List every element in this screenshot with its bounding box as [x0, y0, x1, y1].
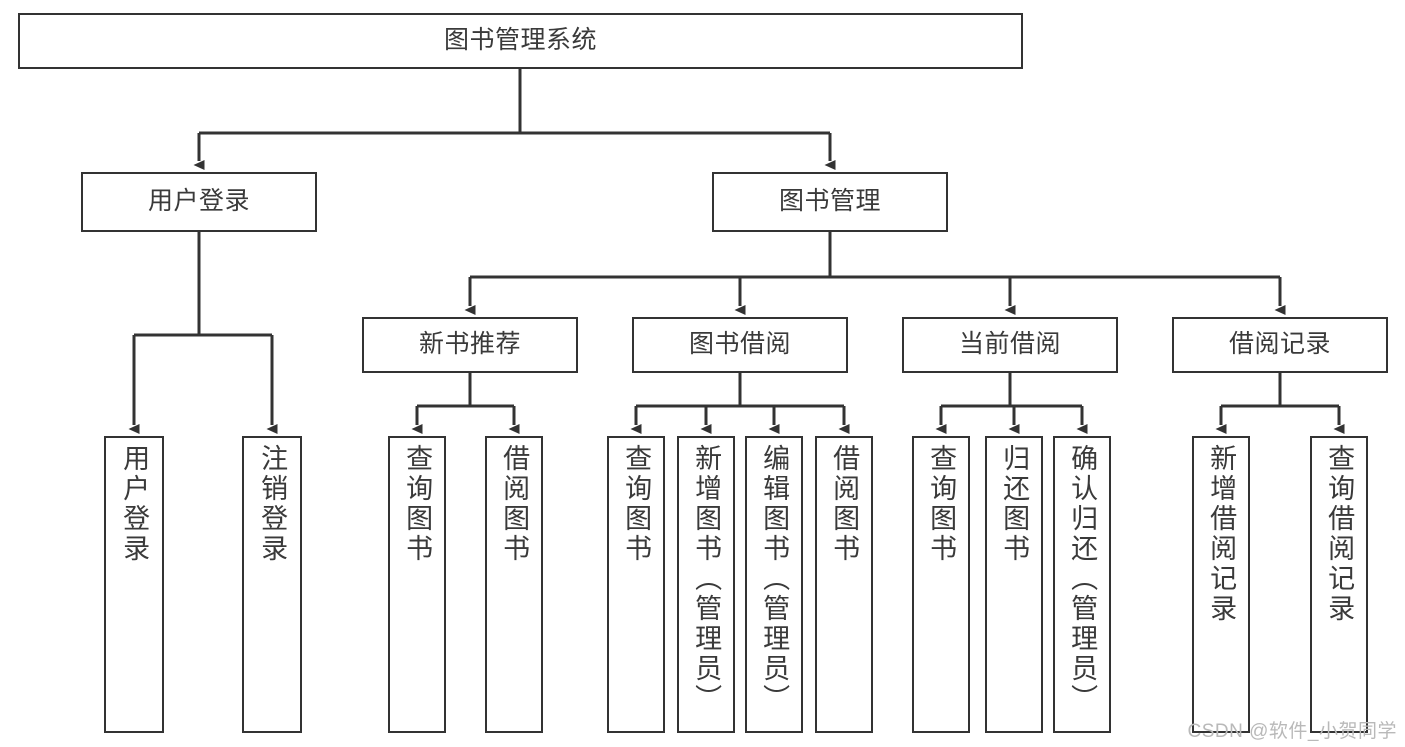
node-leaf-add-record-label: 新增借阅记录	[1206, 444, 1237, 624]
node-new-book-recommend[interactable]: 新书推荐	[362, 317, 578, 373]
node-leaf-borrow-book-1[interactable]: 借阅图书	[485, 436, 543, 733]
node-root[interactable]: 图书管理系统	[18, 13, 1023, 69]
node-book-borrow[interactable]: 图书借阅	[632, 317, 848, 373]
node-leaf-add-book-label: 新增图书（管理员）	[691, 444, 722, 714]
node-book-manage-label: 图书管理	[778, 187, 881, 216]
node-leaf-logout[interactable]: 注销登录	[242, 436, 302, 733]
node-leaf-query-book-1-label: 查询图书	[402, 444, 433, 564]
node-borrow-record[interactable]: 借阅记录	[1172, 317, 1388, 373]
node-user-login[interactable]: 用户登录	[81, 172, 317, 232]
node-leaf-confirm-return-label: 确认归还（管理员）	[1067, 444, 1098, 714]
node-leaf-confirm-return[interactable]: 确认归还（管理员）	[1053, 436, 1111, 733]
node-current-borrow-label: 当前借阅	[958, 330, 1061, 359]
node-leaf-query-book-3-label: 查询图书	[926, 444, 957, 564]
node-leaf-user-login[interactable]: 用户登录	[104, 436, 164, 733]
node-leaf-borrow-book-2-label: 借阅图书	[829, 444, 860, 564]
node-leaf-query-book-2[interactable]: 查询图书	[607, 436, 665, 733]
node-leaf-add-record[interactable]: 新增借阅记录	[1192, 436, 1250, 733]
node-leaf-query-book-2-label: 查询图书	[621, 444, 652, 564]
node-book-borrow-label: 图书借阅	[688, 330, 791, 359]
node-leaf-query-record[interactable]: 查询借阅记录	[1310, 436, 1368, 733]
node-new-book-recommend-label: 新书推荐	[418, 330, 521, 359]
node-leaf-user-login-label: 用户登录	[119, 444, 150, 564]
watermark-text: CSDN @软件_小贺同学	[1187, 721, 1397, 742]
node-leaf-edit-book-label: 编辑图书（管理员）	[759, 444, 790, 714]
node-leaf-query-book-1[interactable]: 查询图书	[388, 436, 446, 733]
node-leaf-add-book[interactable]: 新增图书（管理员）	[677, 436, 735, 733]
node-leaf-borrow-book-2[interactable]: 借阅图书	[815, 436, 873, 733]
node-user-login-label: 用户登录	[147, 187, 250, 216]
node-leaf-return-book-label: 归还图书	[999, 444, 1030, 564]
node-root-label: 图书管理系统	[443, 26, 597, 55]
node-book-manage[interactable]: 图书管理	[712, 172, 948, 232]
node-leaf-edit-book[interactable]: 编辑图书（管理员）	[745, 436, 803, 733]
node-leaf-query-book-3[interactable]: 查询图书	[912, 436, 970, 733]
node-leaf-borrow-book-1-label: 借阅图书	[499, 444, 530, 564]
node-leaf-query-record-label: 查询借阅记录	[1324, 444, 1355, 624]
node-borrow-record-label: 借阅记录	[1228, 330, 1331, 359]
node-leaf-return-book[interactable]: 归还图书	[985, 436, 1043, 733]
node-current-borrow[interactable]: 当前借阅	[902, 317, 1118, 373]
node-leaf-logout-label: 注销登录	[257, 444, 288, 564]
